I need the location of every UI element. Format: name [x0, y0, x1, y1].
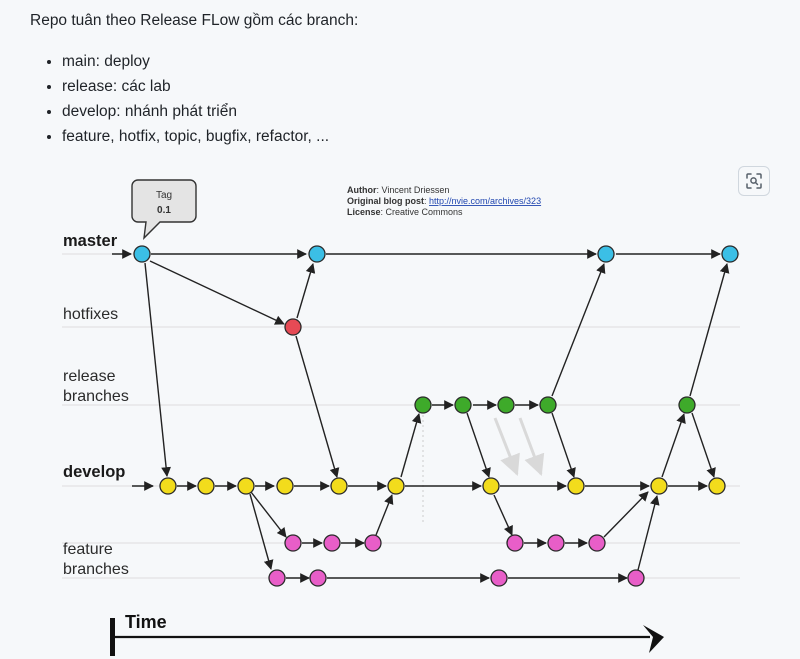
list-item: feature, hotfix, topic, bugfix, refactor… [62, 127, 329, 152]
develop-commit [387, 477, 405, 495]
release-commit [497, 396, 515, 414]
list-item: develop: nhánh phát triển [62, 102, 329, 127]
hotfix-commit [284, 318, 302, 336]
feature-commit [490, 569, 508, 587]
feature-commit [547, 534, 565, 552]
feature-commit [268, 569, 286, 587]
feature-commit [364, 534, 382, 552]
lane-label-release-1: release [63, 368, 116, 385]
svg-text:Original blog post: http://nvi: Original blog post: http://nvie.com/arch… [347, 196, 541, 206]
svg-text:License: Creative Commons: License: Creative Commons [347, 207, 463, 217]
master-commit [721, 245, 739, 263]
develop-commit [159, 477, 177, 495]
develop-commit [197, 477, 215, 495]
image-scan-button[interactable] [738, 166, 770, 196]
lane-label-feature-2: branches [63, 561, 129, 578]
list-item: release: các lab [62, 77, 329, 102]
intro-text: Repo tuân theo Release FLow gồm các bran… [30, 12, 359, 29]
lane-label-develop: develop [63, 463, 125, 481]
lane-guides [62, 253, 740, 579]
svg-text:Author: Vincent Driessen: Author: Vincent Driessen [347, 185, 449, 195]
lane-label-master: master [63, 232, 118, 250]
feature-commit [309, 569, 327, 587]
time-axis: Time [110, 612, 664, 656]
release-commit [539, 396, 557, 414]
faded-arrows [493, 417, 545, 476]
master-commit [308, 245, 326, 263]
commit-edges [112, 249, 730, 583]
time-label: Time [125, 612, 167, 632]
time-axis-tick [110, 618, 115, 656]
list-item: main: deploy [62, 52, 329, 77]
feature-commit [323, 534, 341, 552]
credit-license-value: : Creative Commons [381, 207, 464, 217]
master-commit [133, 245, 151, 263]
feature-commit [284, 534, 302, 552]
feature-commit [506, 534, 524, 552]
lane-label-release-2: branches [63, 388, 129, 405]
master-commit [597, 245, 615, 263]
feature-commit [588, 534, 606, 552]
develop-commit [237, 477, 255, 495]
lane-label-feature-1: feature [63, 541, 113, 558]
develop-commit [482, 477, 500, 495]
credit-license-label: License [347, 207, 381, 217]
develop-commit [330, 477, 348, 495]
develop-commit [567, 477, 585, 495]
credit-blog-label: Original blog post [347, 196, 424, 206]
develop-commit [650, 477, 668, 495]
time-arrow-head [643, 625, 664, 653]
tag-label: Tag [156, 190, 172, 201]
credits: Author: Vincent Driessen Original blog p… [347, 185, 541, 217]
release-commit [414, 396, 432, 414]
release-commit [678, 396, 696, 414]
credit-blog-link[interactable]: http://nvie.com/archives/323 [429, 196, 541, 206]
credit-author-label: Author [347, 185, 377, 195]
develop-commit [276, 477, 294, 495]
release-commit [454, 396, 472, 414]
lane-label-hotfixes: hotfixes [63, 306, 118, 323]
branch-list: main: deploy release: các lab develop: n… [46, 52, 329, 152]
image-scan-icon [746, 173, 762, 189]
tag-version: 0.1 [157, 205, 171, 216]
commits [133, 245, 739, 587]
credit-author-value: : Vincent Driessen [377, 185, 450, 195]
develop-commit [708, 477, 726, 495]
tag-bubble: Tag 0.1 [131, 179, 197, 240]
feature-commit [627, 569, 645, 587]
